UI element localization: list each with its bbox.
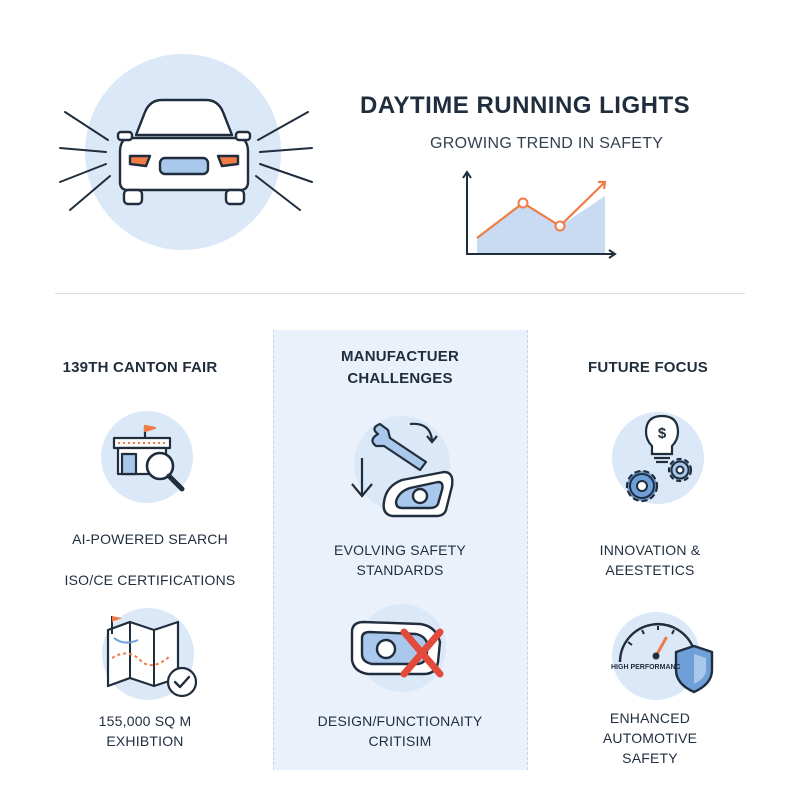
- caption-ai-powered-search: AI-POWERED SEARCH: [72, 531, 228, 547]
- middle-column-panel: [273, 330, 528, 770]
- section-divider: [55, 293, 745, 294]
- caption-enhanced-automotive-safety: ENHANCED AUTOMOTIVE SAFETY: [602, 710, 698, 766]
- gauge-label: HIGH PERFORMANC: [611, 664, 681, 671]
- trend-point: [554, 220, 566, 232]
- column-title-future-focus: FUTURE FOCUS: [588, 359, 708, 376]
- light-rays-right: [255, 111, 313, 211]
- trend-area: [477, 196, 605, 254]
- column-title-canton-fair: 139TH CANTON FAIR: [62, 359, 218, 376]
- trend-chart-icon: [462, 170, 617, 259]
- trend-line: [476, 181, 606, 239]
- page-subtitle: GROWING TREND IN SAFETY: [430, 135, 664, 152]
- caption-evolving-safety-standards: EVOLVING SAFETY STANDARDS: [334, 542, 466, 578]
- caption-innovation-aesthetics: INNOVATION & AEESTETICS: [599, 542, 701, 578]
- floor-map-check-icon: [102, 608, 198, 700]
- shield-icon: [674, 644, 714, 694]
- caption-exhibition-size: 155,000 SQ M EXHIBTION: [98, 713, 192, 749]
- car-headlights-illustration: [59, 54, 313, 250]
- gear-icon: [625, 469, 659, 503]
- caption-iso-ce-certifications: ISO/CE CERTIFICATIONS: [64, 572, 236, 588]
- speedometer-shield-icon: [612, 612, 714, 700]
- caption-design-functionality-criticism: DESIGN/FUNCTIONAITY CRITISIM: [317, 713, 483, 749]
- gear-icon: [667, 457, 693, 483]
- page-title: DAYTIME RUNNING LIGHTS: [360, 92, 691, 119]
- light-rays-left: [59, 111, 111, 211]
- trend-axes: [466, 172, 615, 255]
- trend-point: [517, 197, 529, 209]
- exhibition-search-icon: [101, 411, 193, 503]
- lightbulb-gears-icon: $: [612, 412, 704, 504]
- car-icon: [116, 98, 252, 206]
- svg-text:$: $: [658, 425, 667, 442]
- wrench-headlight-icon: [351, 416, 454, 518]
- column-title-manufacturer-challenges: MANUFACTUER CHALLENGES: [340, 348, 460, 387]
- headlight-reject-icon: [350, 604, 446, 692]
